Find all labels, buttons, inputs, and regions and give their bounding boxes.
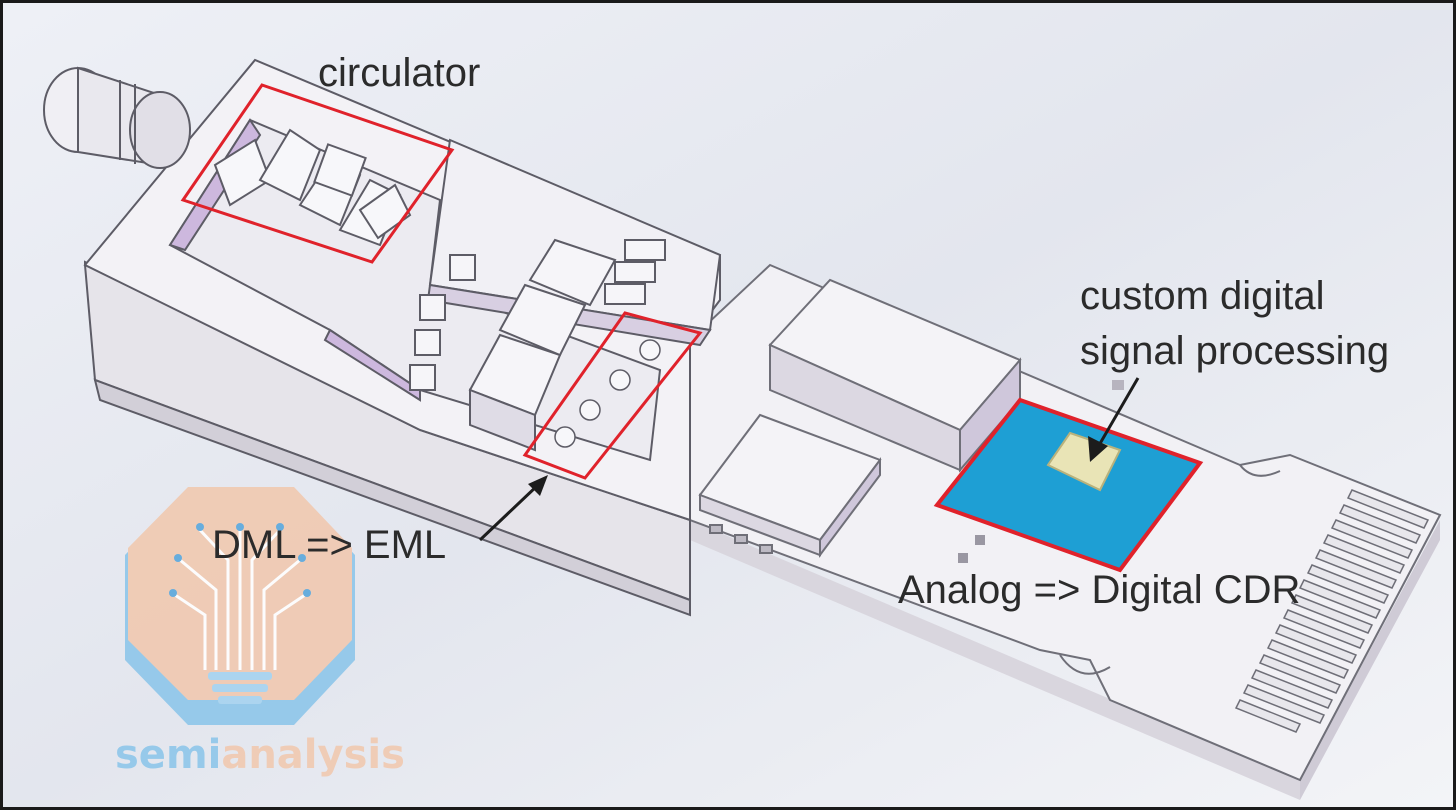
laser-array	[468, 238, 617, 452]
pcb-board	[689, 263, 1442, 800]
semianalysis-watermark: semianalysis	[115, 487, 405, 778]
label-dsp-line2: signal processing	[1080, 329, 1389, 373]
label-circulator: circulator	[318, 51, 480, 95]
board-ic-large	[768, 278, 1022, 473]
watermark-brand-2: analysis	[221, 732, 405, 778]
circulator-highlight	[180, 83, 455, 264]
board-ic-small	[698, 413, 882, 558]
eml-array	[554, 339, 661, 448]
label-analog-digital: Analog => Digital CDR	[898, 568, 1300, 612]
fiber-connector	[43, 66, 191, 169]
capacitor	[975, 535, 985, 545]
capacitor	[958, 553, 968, 563]
circulator-optics	[213, 128, 412, 247]
label-dml-eml: DML => EML	[212, 523, 446, 567]
capacitor	[1112, 380, 1124, 390]
eml-arrow	[478, 483, 540, 542]
eml-highlight	[522, 311, 703, 480]
watermark-brand-1: semi	[115, 732, 221, 778]
watermark-text: semianalysis	[115, 732, 405, 778]
dsp-chip-highlight	[933, 397, 1204, 573]
dsp-arrow	[1096, 377, 1140, 448]
lightbulb-base	[208, 672, 272, 704]
label-dsp-line1: custom digital	[1080, 274, 1325, 318]
circuit-lightbulb-icon	[169, 523, 311, 670]
